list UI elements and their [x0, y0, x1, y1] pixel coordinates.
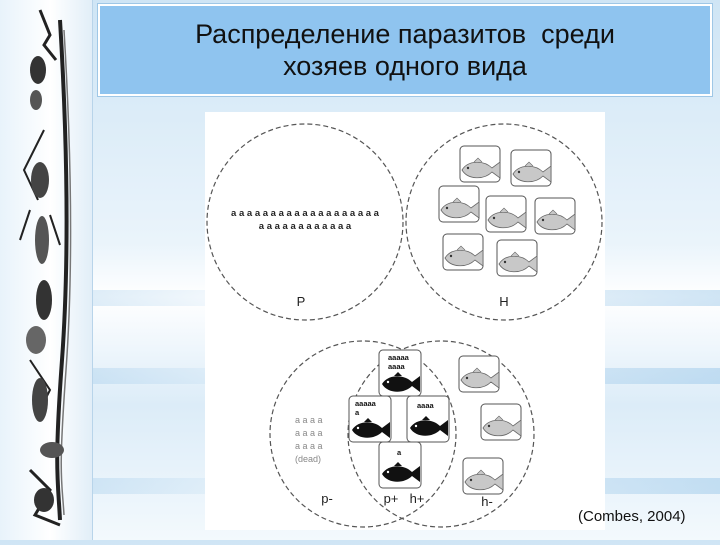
- label-h-plus: h+: [410, 491, 425, 506]
- venn-diagram: a a a a a a a a a a a a a a a a a a a a …: [206, 123, 603, 528]
- parasite-row: a a a a a a a a a a a a a a a a a a a: [231, 208, 380, 219]
- label-p: P: [297, 294, 306, 309]
- plant-insect-drawing: [19, 9, 72, 527]
- label-h: H: [499, 294, 508, 309]
- host-fish: [496, 239, 538, 277]
- infected-fish: aaaaa aaaa: [378, 349, 422, 397]
- label-p-minus: p-: [321, 491, 333, 506]
- dead-parasite-row: a a a a: [295, 441, 323, 451]
- circle-hosts-bottom: [347, 340, 535, 528]
- parasite-row: a a a a a a a a a a a a: [259, 221, 352, 232]
- host-fish: [442, 233, 484, 271]
- slide-title-line1: Распределение паразитов среди: [195, 19, 615, 49]
- host-fish: [485, 195, 527, 233]
- infected-fish: aaaa: [406, 395, 450, 443]
- infected-fish: a: [378, 441, 422, 489]
- dead-label: (dead): [295, 454, 321, 464]
- parasite-count: aaaa: [388, 362, 406, 371]
- parasite-count: a: [355, 408, 360, 417]
- parasite-count: a: [397, 448, 402, 457]
- host-fish: [510, 149, 552, 187]
- sidebar-illustration: [0, 0, 93, 540]
- label-h-minus: h-: [481, 494, 493, 509]
- slide-title-line2: хозяев одного вида: [283, 51, 527, 81]
- uninfected-fish: [462, 457, 504, 495]
- host-fish: [438, 185, 480, 223]
- host-fish: [459, 145, 501, 183]
- circle-parasites-bottom: [269, 340, 457, 528]
- uninfected-fish: [480, 403, 522, 441]
- slide-title-box: Распределение паразитов среди хозяев одн…: [98, 4, 712, 96]
- parasite-count: aaaaa: [355, 399, 377, 408]
- dead-parasite-row: a a a a: [295, 415, 323, 425]
- dead-parasite-row: a a a a: [295, 428, 323, 438]
- host-fish: [534, 197, 576, 235]
- label-p-plus: p+: [384, 491, 399, 506]
- parasite-distribution-diagram: a a a a a a a a a a a a a a a a a a a a …: [205, 112, 605, 530]
- parasite-count: aaaa: [417, 401, 435, 410]
- citation: (Combes, 2004): [578, 508, 686, 525]
- infected-fish: aaaaa a: [348, 395, 392, 443]
- uninfected-fish: [458, 355, 500, 393]
- circle-hosts: [405, 123, 603, 321]
- circle-parasites: [206, 123, 404, 321]
- parasite-count: aaaaa: [388, 353, 410, 362]
